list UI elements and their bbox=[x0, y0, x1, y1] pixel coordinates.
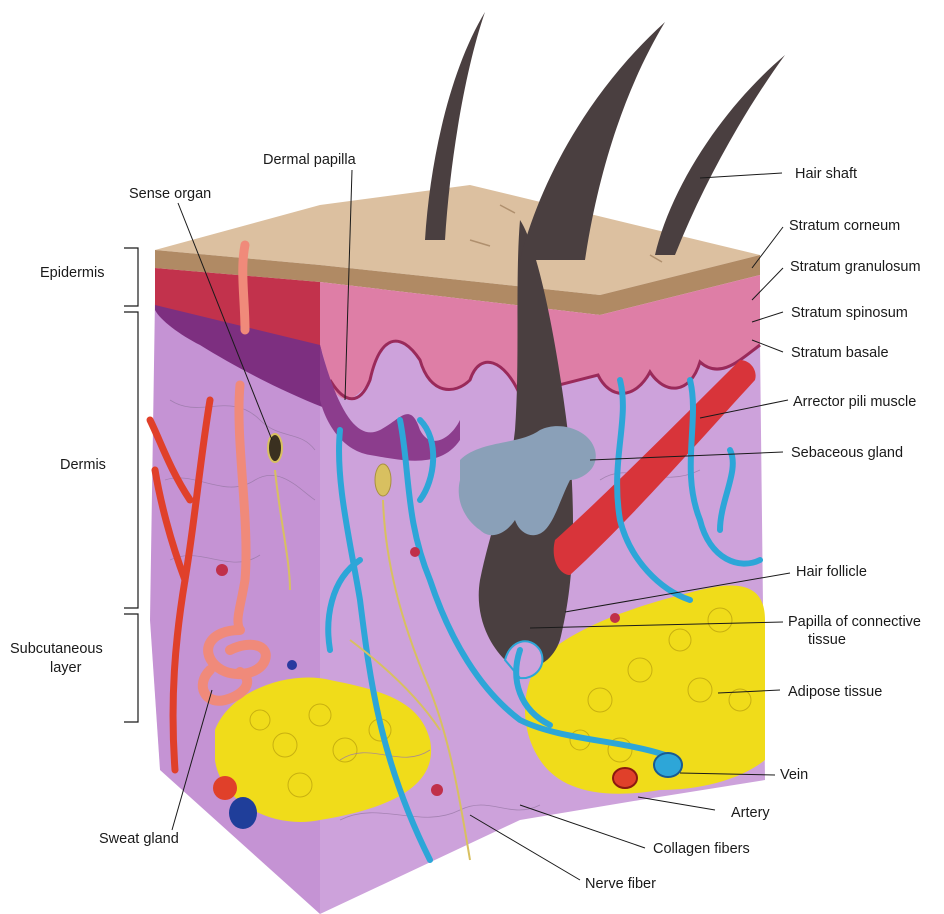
label-stratum-granulosum: Stratum granulosum bbox=[790, 259, 921, 275]
stratum-basale-wave bbox=[328, 339, 761, 401]
sweat-gland-duct-lower bbox=[233, 380, 251, 635]
dermis-bracket bbox=[124, 311, 139, 609]
arrector-pili-muscle bbox=[553, 360, 756, 575]
label-sense-organ: Sense organ bbox=[129, 186, 211, 202]
label-papilla-line1: Papilla of connective bbox=[788, 614, 921, 630]
label-collagen-fibers: Collagen fibers bbox=[653, 841, 750, 857]
label-sebaceous-gland: Sebaceous gland bbox=[791, 445, 903, 461]
dermal-ridge-strip bbox=[155, 300, 330, 410]
label-epidermis: Epidermis bbox=[40, 265, 104, 281]
vein-end-left bbox=[229, 797, 257, 829]
label-vein: Vein bbox=[780, 767, 808, 783]
label-subcutaneous-line1: Subcutaneous bbox=[10, 641, 103, 657]
vessel-cross-section bbox=[610, 613, 620, 623]
label-dermal-papilla: Dermal papilla bbox=[263, 152, 357, 168]
sweat-gland-coil bbox=[197, 625, 271, 706]
layer-brackets bbox=[124, 247, 139, 723]
skin-block bbox=[146, 12, 785, 914]
labels: Epidermis Dermis Subcutaneous layer Derm… bbox=[10, 152, 921, 892]
red-vessels bbox=[146, 396, 214, 774]
hair-shaft-left bbox=[425, 12, 485, 240]
label-sweat-gland: Sweat gland bbox=[99, 831, 179, 847]
adipose-cells bbox=[249, 607, 752, 798]
vessel-cross-section bbox=[216, 564, 228, 576]
label-nerve-fiber: Nerve fiber bbox=[585, 876, 656, 892]
leader-lines bbox=[171, 169, 791, 881]
adipose-right bbox=[525, 585, 765, 794]
vessel-cross-section bbox=[287, 660, 297, 670]
label-papilla-line2: tissue bbox=[808, 632, 846, 648]
label-stratum-spinosum: Stratum spinosum bbox=[791, 305, 908, 321]
sebaceous-gland-shape bbox=[458, 426, 596, 536]
label-hair-shaft: Hair shaft bbox=[795, 166, 857, 182]
label-adipose-tissue: Adipose tissue bbox=[788, 684, 882, 700]
vessel-cross-section bbox=[410, 547, 420, 557]
label-subcutaneous-line2: layer bbox=[50, 660, 82, 676]
label-arrector-pili-muscle: Arrector pili muscle bbox=[793, 394, 916, 410]
artery-end bbox=[612, 767, 638, 789]
label-artery: Artery bbox=[731, 805, 770, 821]
epidermis-left bbox=[155, 268, 320, 345]
sense-organ-front bbox=[374, 463, 392, 497]
subcutaneous-bracket bbox=[124, 613, 139, 723]
blue-vessels bbox=[325, 377, 763, 863]
sweat-gland-duct bbox=[238, 240, 250, 335]
label-stratum-basale: Stratum basale bbox=[791, 345, 889, 361]
vessel-cross-section bbox=[431, 784, 443, 796]
surface-lines bbox=[469, 204, 663, 263]
nerve-fibers bbox=[274, 469, 471, 861]
epidermis-bracket bbox=[124, 247, 139, 307]
label-hair-follicle: Hair follicle bbox=[796, 564, 867, 580]
label-dermis: Dermis bbox=[60, 457, 106, 473]
vein-end bbox=[653, 752, 683, 778]
label-stratum-corneum: Stratum corneum bbox=[789, 218, 900, 234]
dermal-papillae-ridges bbox=[320, 345, 460, 461]
stratum-corneum-band bbox=[155, 250, 760, 315]
hair-shaft-main bbox=[520, 22, 665, 260]
artery-end-left bbox=[213, 776, 237, 800]
sense-organ-left bbox=[267, 433, 283, 463]
hair-shaft-right bbox=[655, 55, 785, 255]
skin-surface bbox=[155, 185, 760, 295]
